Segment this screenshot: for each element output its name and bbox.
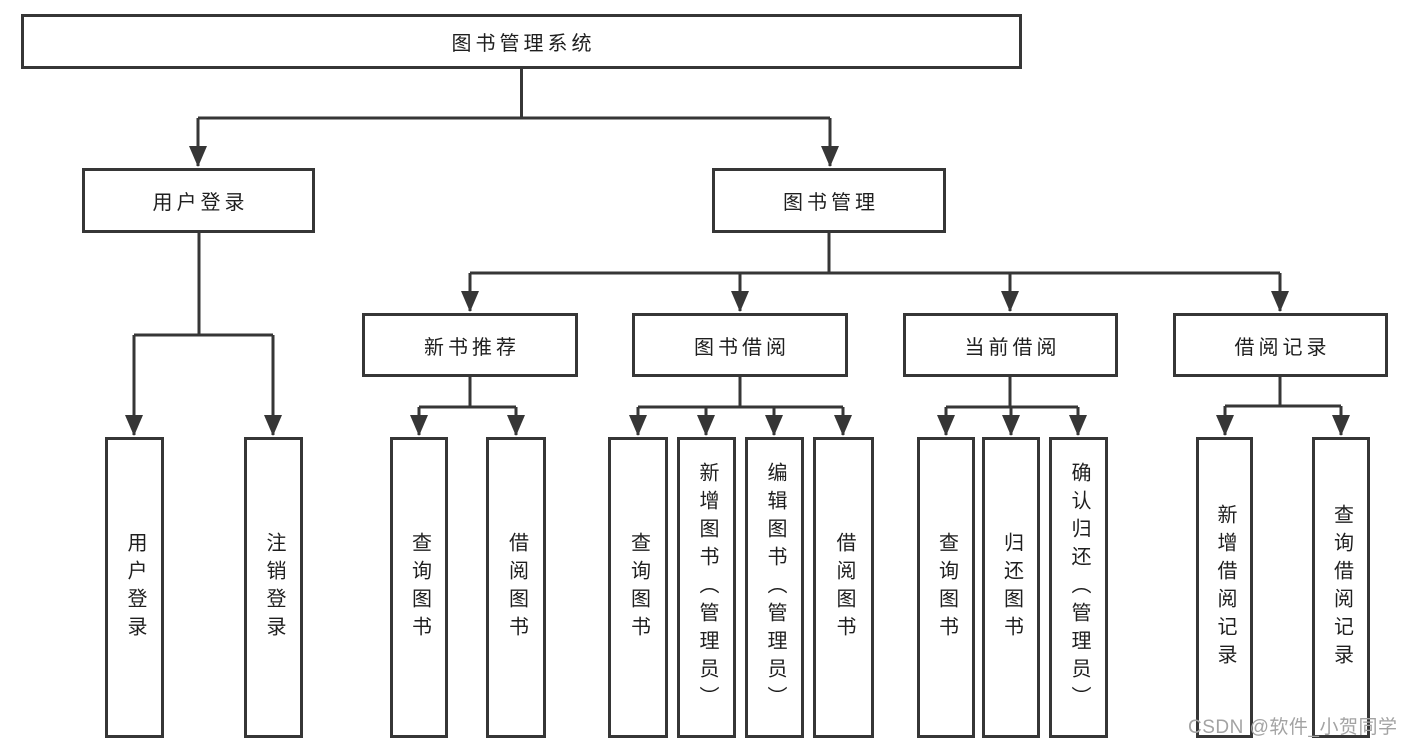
leaf-query-book-current-label: 查询图书 [935,531,958,644]
node-borrow-records: 借阅记录 [1173,313,1388,377]
node-book-borrow-label: 图书借阅 [694,336,790,359]
leaf-add-borrow-record-label: 新增借阅记录 [1214,503,1236,672]
leaf-add-book-admin: 新增图书（管理员） [677,437,736,738]
leaf-query-borrow-record-label: 查询借阅记录 [1330,503,1353,672]
node-new-book-recommend-label: 新书推荐 [424,336,520,359]
connector-rails [134,68,1341,409]
leaf-return-book-label: 归还图书 [1000,531,1023,644]
node-root: 图书管理系统 [21,14,1022,69]
leaf-query-book-borrow: 查询图书 [608,437,668,738]
node-user-login: 用户登录 [82,168,315,233]
leaf-user-login: 用户登录 [105,437,164,738]
leaf-logout-login: 注销登录 [244,437,303,738]
node-borrow-records-label: 借阅记录 [1234,336,1331,359]
leaf-add-book-admin-label: 新增图书（管理员） [696,461,718,714]
leaf-add-borrow-record: 新增借阅记录 [1196,437,1253,738]
leaf-query-book-current: 查询图书 [917,437,975,738]
leaf-edit-book-admin: 编辑图书（管理员） [745,437,804,738]
leaf-borrow-book-2-label: 借阅图书 [833,531,855,644]
node-book-borrow: 图书借阅 [632,313,848,377]
leaf-confirm-return-admin-label: 确认归还（管理员） [1068,461,1090,714]
leaf-borrow-book-recommend: 借阅图书 [486,437,546,738]
node-current-borrow-label: 当前借阅 [964,336,1061,359]
leaf-query-book-borrow-label: 查询图书 [627,531,650,644]
leaf-query-borrow-record: 查询借阅记录 [1312,437,1370,738]
node-book-mgmt: 图书管理 [712,168,946,233]
leaf-return-book: 归还图书 [982,437,1040,738]
node-root-label: 图书管理系统 [451,33,596,55]
leaf-query-book-recommend-label: 查询图书 [408,531,431,644]
node-current-borrow: 当前借阅 [903,313,1118,377]
leaf-logout-login-label: 注销登录 [263,531,285,644]
leaf-borrow-book-recommend-label: 借阅图书 [505,531,528,644]
leaf-edit-book-admin-label: 编辑图书（管理员） [764,461,786,714]
node-book-mgmt-label: 图书管理 [783,192,879,214]
leaf-borrow-book-2: 借阅图书 [813,437,874,738]
leaf-user-login-label: 用户登录 [124,531,146,644]
csdn-watermark: CSDN @软件_小贺同学 [1188,717,1398,738]
node-user-login-label: 用户登录 [152,192,249,214]
leaf-confirm-return-admin: 确认归还（管理员） [1049,437,1108,738]
node-new-book-recommend: 新书推荐 [362,313,578,377]
leaf-query-book-recommend: 查询图书 [390,437,448,738]
